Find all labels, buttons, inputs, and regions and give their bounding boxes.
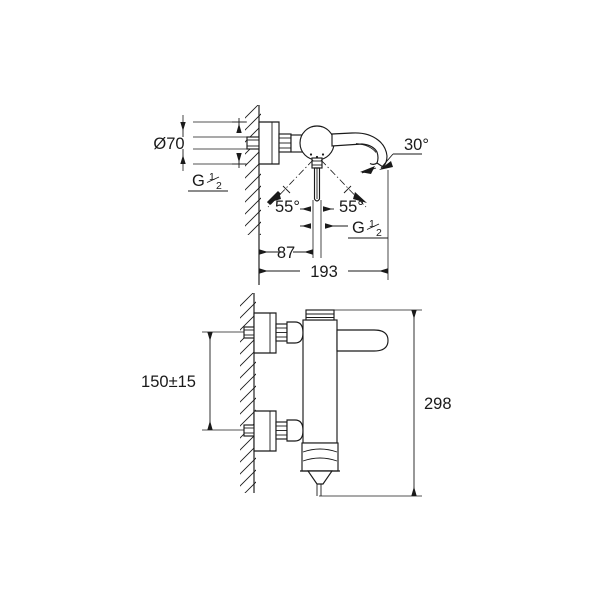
swivel-range-centerlines	[267, 159, 367, 208]
swivel-arrow-left	[267, 191, 281, 205]
thread-label-outlet: G 1 2	[325, 218, 388, 239]
dimension-diameter-70: Ø70	[153, 115, 247, 171]
thread-frac-denominator-top: 2	[216, 180, 222, 192]
escutcheon-top	[258, 121, 280, 165]
upper-inlet-assembly	[243, 312, 304, 354]
dimension-87: 87	[259, 244, 313, 262]
front-view-group: 150±15 298	[141, 293, 452, 497]
dimension-150: 150±15	[141, 331, 244, 431]
dimension-193: 193	[258, 170, 389, 281]
thread-g-letter-top: G	[192, 172, 205, 190]
mixer-body-front	[302, 309, 338, 444]
spout-top	[331, 132, 388, 168]
thread-frac-numerator-outlet: 1	[369, 218, 375, 230]
outlet-extension-lines	[300, 200, 334, 258]
dim-label-87: 87	[277, 244, 295, 262]
dim-label-193: 193	[310, 263, 338, 281]
aerator-outlet-front	[300, 442, 340, 496]
spout-angle-arrow	[360, 153, 422, 174]
mixer-body-circle-top	[299, 125, 335, 161]
swivel-arrow-right	[353, 192, 367, 203]
thread-frac-numerator-top: 1	[209, 171, 215, 183]
dim-label-150: 150±15	[141, 373, 196, 391]
inlet-leader-lines-top	[193, 136, 247, 150]
thread-label-wall-inlet: G 1 2	[188, 171, 228, 192]
dim-label-angle-55-left: 55°	[275, 198, 300, 216]
thread-connector-top	[278, 133, 292, 153]
dimension-298: 298	[306, 309, 452, 497]
lever-handle-top	[311, 157, 323, 202]
dimension-flange-width-ticks	[232, 118, 246, 168]
dim-label-angle-30: 30°	[404, 136, 429, 154]
lever-handle-front	[336, 329, 389, 352]
thread-frac-denominator-outlet: 2	[376, 227, 382, 239]
top-view-group: Ø70 G 1 2 55° 55° 30° G	[153, 105, 429, 285]
thread-g-letter-outlet: G	[352, 219, 365, 237]
dim-label-angle-55-right: 55°	[339, 198, 364, 216]
wall-section-front	[240, 293, 256, 493]
dim-label-diameter70: Ø70	[153, 135, 184, 153]
lower-inlet-assembly	[243, 410, 304, 452]
inlet-nipple-top	[246, 136, 261, 150]
dim-label-298: 298	[424, 395, 452, 413]
